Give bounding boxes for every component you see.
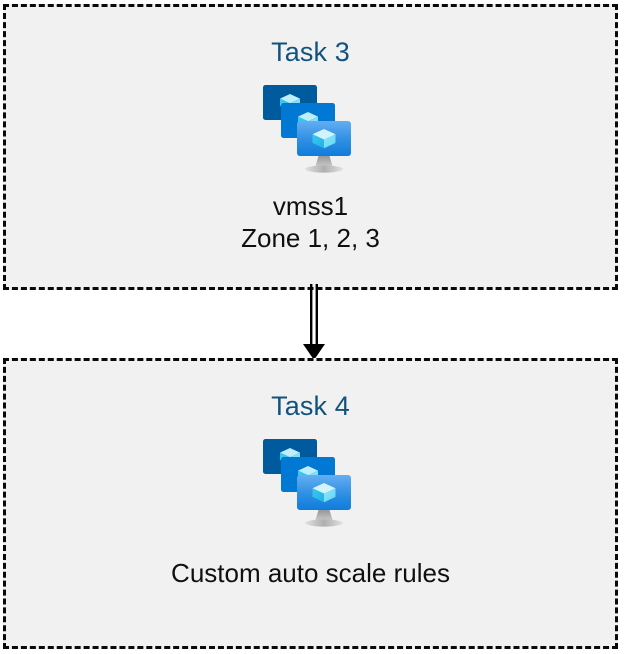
task3-icon-wrap (257, 78, 365, 178)
arrowhead-icon (303, 344, 325, 360)
task3-title: Task 3 (271, 37, 350, 67)
task4-title: Task 4 (271, 391, 350, 421)
virtual-machine-scale-set-icon (262, 85, 351, 173)
connector-line-right (315, 284, 318, 346)
connector-arrow-task3-to-task4 (303, 284, 325, 360)
virtual-machine-scale-set-icon (262, 439, 351, 527)
task-node-task3[interactable]: Task 3 (3, 4, 618, 290)
task4-caption: Custom auto scale rules (171, 558, 450, 588)
task4-icon-wrap (257, 432, 365, 532)
connector-line-left (310, 284, 313, 346)
task3-caption: vmss1 Zone 1, 2, 3 (241, 191, 380, 253)
task-node-task4[interactable]: Task 4 (3, 358, 618, 649)
